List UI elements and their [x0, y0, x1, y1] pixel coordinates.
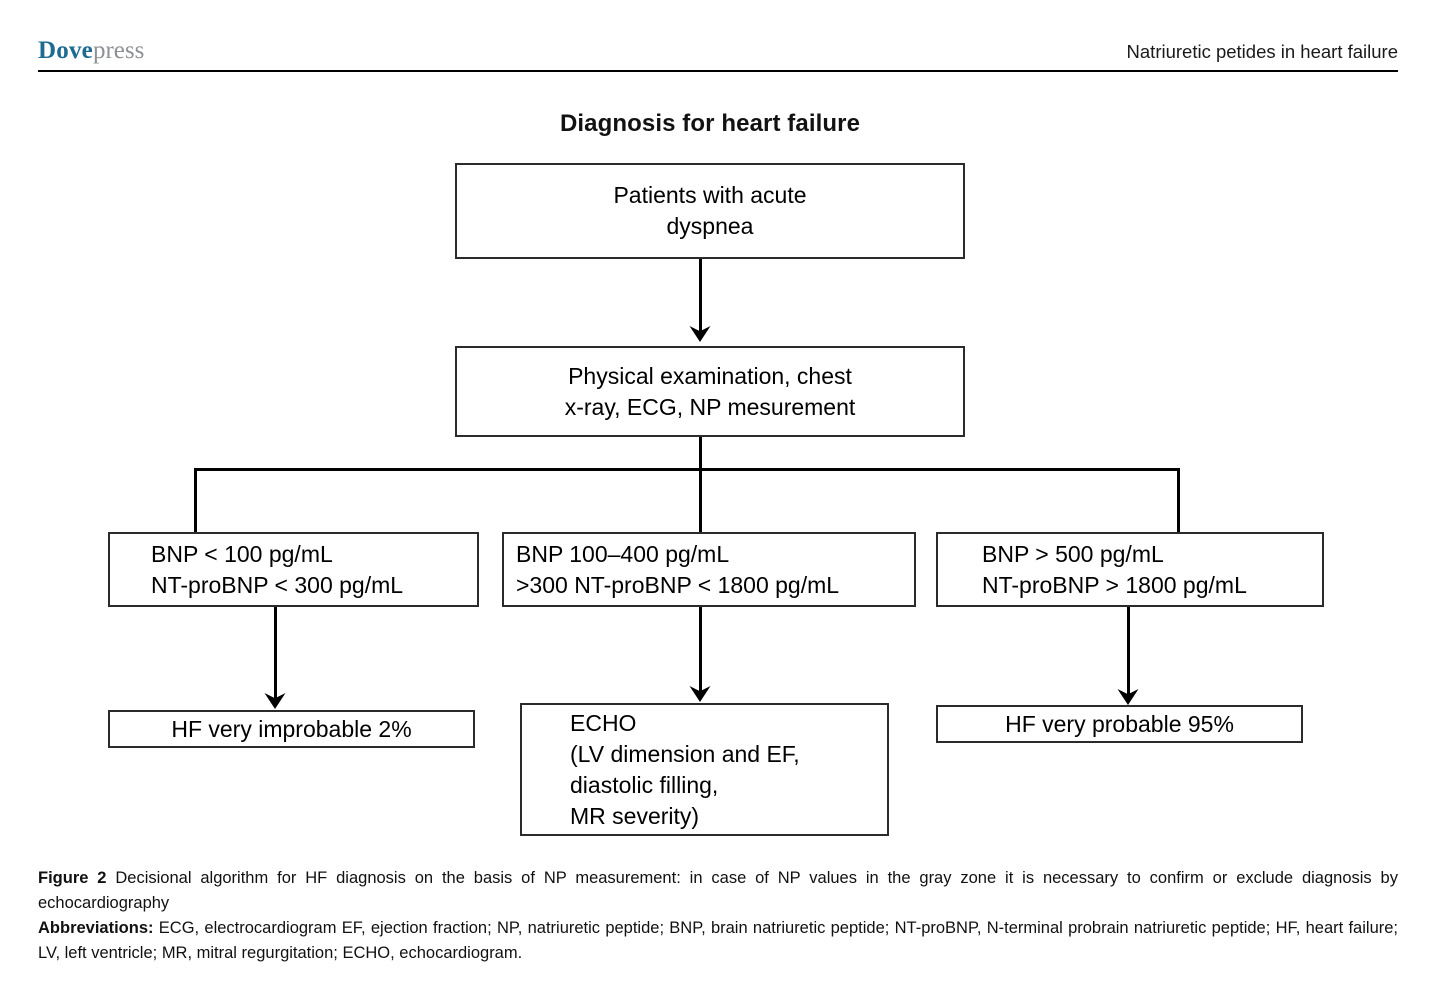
- caption-figure-line: Figure 2 Decisional algorithm for HF dia…: [38, 866, 1398, 916]
- dovepress-logo: Dovepress: [38, 36, 144, 66]
- connector-exam-stem-center: [699, 437, 702, 533]
- node-patients-with-acute-dyspnea: Patients with acute dyspnea: [455, 163, 965, 259]
- node-hf-very-probable: HF very probable 95%: [936, 705, 1303, 743]
- caption-figure-text: Decisional algorithm for HF diagnosis on…: [38, 869, 1398, 912]
- caption-abbrev-text: ECG, electrocardiogram EF, ejection frac…: [38, 919, 1398, 962]
- figure-title: Diagnosis for heart failure: [559, 110, 861, 137]
- running-title: Natriuretic petides in heart failure: [1126, 41, 1398, 62]
- caption-abbrev-label: Abbreviations:: [38, 919, 154, 937]
- figure-caption: Figure 2 Decisional algorithm for HF dia…: [38, 866, 1398, 966]
- caption-figure-label: Figure 2: [38, 869, 107, 887]
- connector-dyspnea-to-exam: [699, 259, 702, 332]
- brand-primary-text: Dove: [38, 37, 93, 64]
- node-physical-examination: Physical examination, chest x-ray, ECG, …: [455, 346, 965, 437]
- connector-bnp-low-to-outcome: [274, 607, 277, 699]
- header-divider: [38, 70, 1398, 72]
- node-bnp-low-range: BNP < 100 pg/mL NT-proBNP < 300 pg/mL: [108, 532, 479, 607]
- node-bnp-high-range: BNP > 500 pg/mL NT-proBNP > 1800 pg/mL: [936, 532, 1324, 607]
- connector-bnp-high-to-outcome: [1127, 607, 1130, 695]
- arrowhead-down-icon-3: [689, 686, 711, 702]
- connector-branch-left: [194, 468, 197, 533]
- arrowhead-down-icon-1: [689, 326, 711, 342]
- page-header: Dovepress Natriuretic petides in heart f…: [38, 36, 1398, 74]
- node-echo: ECHO (LV dimension and EF, diastolic fil…: [520, 703, 889, 836]
- connector-branch-right: [1177, 468, 1180, 533]
- connector-branch-bar: [194, 468, 1180, 471]
- node-bnp-gray-zone: BNP 100–400 pg/mL >300 NT-proBNP < 1800 …: [502, 532, 916, 607]
- node-hf-very-improbable: HF very improbable 2%: [108, 710, 475, 748]
- arrowhead-down-icon-4: [1117, 689, 1139, 705]
- arrowhead-down-icon-2: [264, 693, 286, 709]
- caption-abbreviations-line: Abbreviations: ECG, electrocardiogram EF…: [38, 916, 1398, 966]
- brand-secondary-text: press: [92, 37, 145, 64]
- connector-bnp-mid-to-echo: [699, 607, 702, 692]
